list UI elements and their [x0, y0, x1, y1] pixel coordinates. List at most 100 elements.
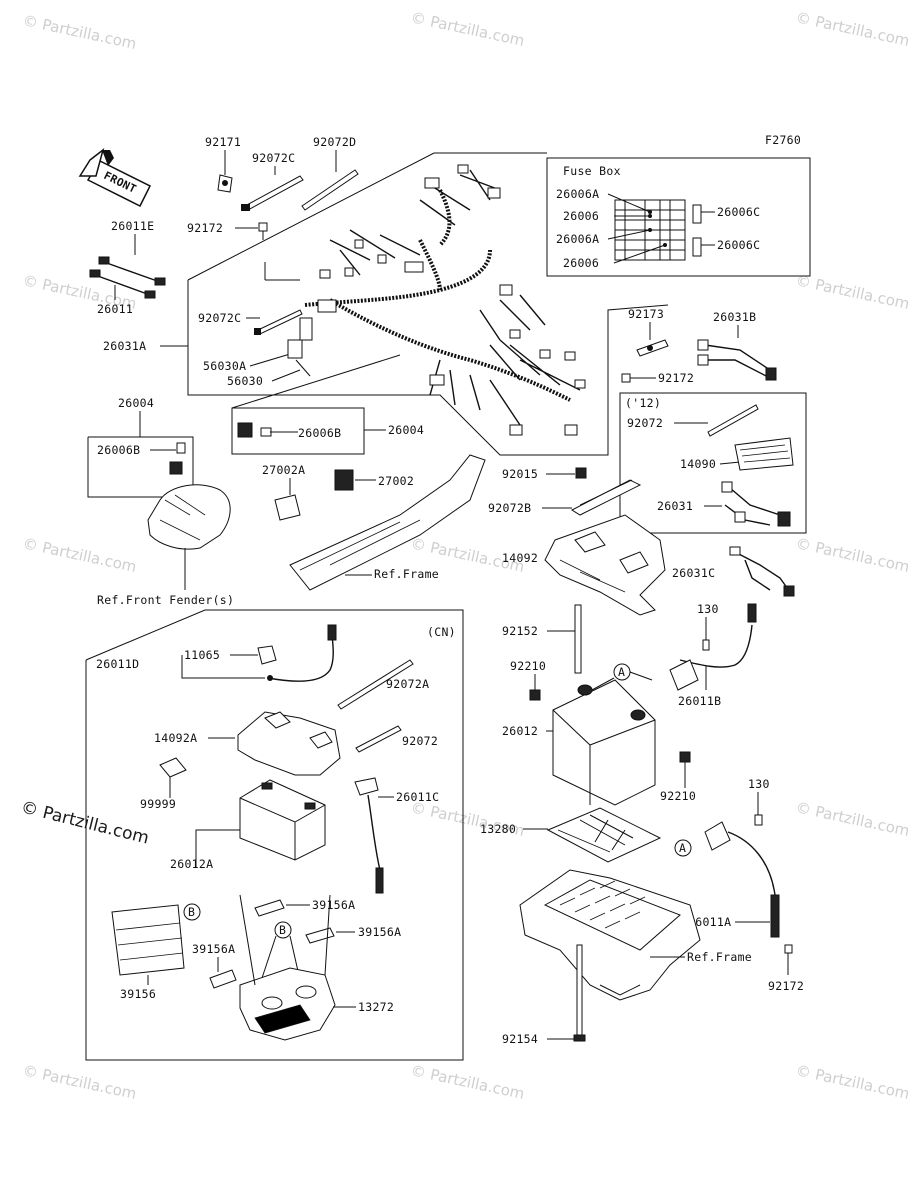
part-label: 99999	[140, 797, 176, 811]
part-label: 56030A	[203, 359, 246, 373]
watermark: © Partzilla.com	[21, 1061, 138, 1103]
figure-code: F2760	[765, 133, 801, 147]
part-label: 92172	[768, 979, 804, 993]
part-label: 92072C	[252, 151, 295, 165]
part-label: 92171	[205, 135, 241, 149]
part-label: 92173	[628, 307, 664, 321]
variant-12-box: ('12) 92072 14090 26031	[619, 392, 807, 534]
part-label: 92072	[627, 416, 663, 430]
part-label: 26011	[97, 302, 133, 316]
nut-92210-icon	[679, 751, 691, 763]
fuse-label: 26006	[563, 256, 599, 270]
fuse-box-icon	[614, 199, 702, 261]
bolt-130-icon	[702, 639, 710, 651]
part-label: 26006B	[298, 426, 341, 440]
label-39156A-icon	[209, 969, 237, 989]
part-label: 92152	[502, 624, 538, 638]
part-label: 92154	[502, 1032, 538, 1046]
part-label: 14092A	[154, 731, 197, 745]
bolt-130-icon	[754, 814, 763, 826]
bolt-icon	[784, 944, 793, 954]
part-label: 92072A	[386, 677, 429, 691]
part-label: 92072C	[198, 311, 241, 325]
fuse-label: 26006C	[717, 205, 760, 219]
cable-tie-icon	[241, 175, 304, 211]
part-label: 92072B	[488, 501, 531, 515]
part-label: 27002A	[262, 463, 305, 477]
part-label: 92015	[502, 467, 538, 481]
ref-label: Ref.Frame	[374, 567, 439, 581]
watermark: © Partzilla.com	[409, 1061, 526, 1103]
part-label: 26004	[388, 423, 424, 437]
part-label: 92072	[402, 734, 438, 748]
label-39156A-icon	[305, 927, 335, 944]
clamp-92173-icon	[636, 339, 669, 357]
part-label: 13272	[358, 1000, 394, 1014]
variant-12-label: ('12)	[625, 396, 661, 410]
tray-13272-icon	[239, 894, 336, 1041]
battery-tray-frame-icon	[519, 869, 701, 1001]
relay-bracket-icon	[287, 317, 313, 377]
sub-assembly-26004: 26006B 26004	[231, 354, 424, 455]
part-label: 92210	[510, 659, 546, 673]
part-label: 26012	[502, 724, 538, 738]
frame-bracket-icon	[289, 454, 486, 591]
callout-b: B	[279, 923, 286, 937]
bracket-92072B-icon	[570, 479, 642, 516]
fuse-label: 26006A	[556, 187, 599, 201]
callout-a: A	[679, 841, 686, 855]
part-label: 26006B	[97, 443, 140, 457]
label-99999-icon	[159, 757, 187, 778]
bolt-icon	[258, 222, 268, 240]
label-39156-icon	[111, 904, 185, 976]
part-label: 92210	[660, 789, 696, 803]
callout-b: B	[188, 905, 195, 919]
part-label: 92172	[658, 371, 694, 385]
ref-label: Ref.Frame	[687, 950, 752, 964]
fuse-label: 26006A	[556, 232, 599, 246]
part-label: 11065	[184, 648, 220, 662]
cable-tie-icon	[254, 309, 303, 335]
part-label: 92172	[187, 221, 223, 235]
watermark: © Partzilla.com	[21, 534, 138, 576]
part-label: 39156A	[192, 942, 235, 956]
watermark: © Partzilla.com	[21, 11, 138, 53]
part-label: 13280	[480, 822, 516, 836]
part-label: 26031B	[713, 310, 756, 324]
sub-harness-26031C-icon	[729, 546, 795, 597]
relay-27002A-icon	[274, 494, 301, 521]
nut-92210-icon	[529, 689, 541, 701]
bolt-icon	[621, 373, 631, 383]
battery-cover-14092A-icon	[237, 711, 341, 776]
battery-26012A-icon	[239, 779, 326, 861]
cable-26011A-icon	[704, 821, 780, 938]
fuse-label: 26006	[563, 209, 599, 223]
cable-26011C-icon	[354, 777, 384, 894]
part-label: 26004	[118, 396, 154, 410]
watermark-large: © Partzilla.com	[19, 797, 151, 848]
ref-label: Ref.Front Fender(s)	[97, 593, 234, 607]
lead-wire-icon	[98, 256, 166, 286]
cable-26011D-icon	[267, 624, 337, 682]
callout-a: A	[618, 665, 625, 679]
part-label: 92072D	[313, 135, 356, 149]
part-label: 26011D	[96, 657, 139, 671]
watermark: © Partzilla.com	[794, 271, 911, 313]
bolt-92152-icon	[574, 604, 582, 674]
cable-tie-icon	[707, 404, 759, 437]
cable-tie-icon	[301, 169, 359, 211]
cn-variant-box: (CN) 11065 26011D 92072A 14092A 92072	[85, 609, 464, 1061]
part-label: 26011B	[678, 694, 721, 708]
part-label: 130	[748, 777, 770, 791]
cover-14090-icon	[734, 437, 794, 471]
watermark: © Partzilla.com	[794, 534, 911, 576]
relay-27002-icon	[334, 469, 354, 491]
front-arrow-icon: FRONT	[78, 148, 152, 208]
cn-variant-label: (CN)	[427, 625, 456, 639]
part-label: 14090	[680, 457, 716, 471]
part-label: 56030	[227, 374, 263, 388]
sub-harness-26031-icon	[721, 481, 791, 527]
sub-harness-26031B-icon	[697, 339, 777, 381]
lead-wire-icon	[89, 269, 156, 299]
